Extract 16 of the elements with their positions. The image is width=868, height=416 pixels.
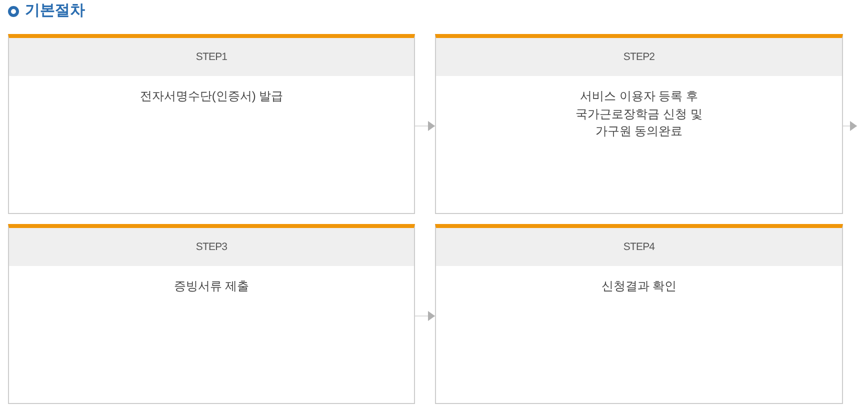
step-header: STEP2 bbox=[436, 38, 842, 76]
step-card bbox=[8, 224, 415, 404]
step-header: STEP3 bbox=[9, 228, 414, 266]
step-header: STEP4 bbox=[436, 228, 842, 266]
step-header: STEP1 bbox=[9, 38, 414, 76]
step-description: 증빙서류 제출 bbox=[174, 278, 250, 295]
step-description: 신청결과 확인 bbox=[601, 278, 677, 295]
arrow bbox=[414, 311, 436, 321]
arrow bbox=[414, 121, 436, 131]
section-title: 기본절차 bbox=[25, 1, 85, 21]
step-card bbox=[435, 224, 843, 404]
arrow bbox=[842, 121, 858, 131]
step-card bbox=[8, 34, 415, 214]
step-description: 전자서명수단(인증서) 발급 bbox=[140, 88, 284, 105]
step-card bbox=[435, 34, 843, 214]
step-description: 서비스 이용자 등록 후 국가근로장학금 신청 및 가구원 동의완료 bbox=[574, 88, 704, 140]
